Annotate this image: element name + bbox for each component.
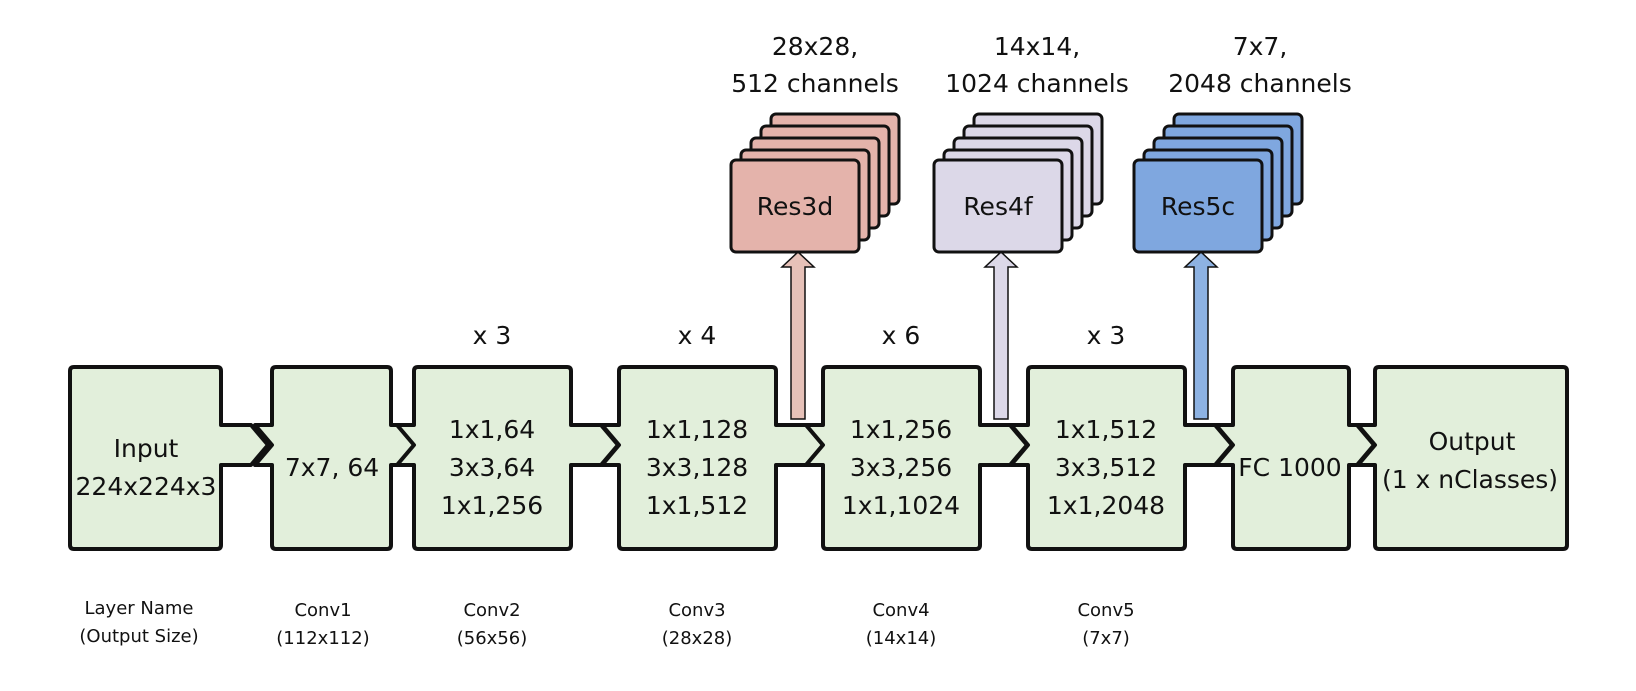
conv4-multiplier: x 6 — [882, 321, 921, 350]
output-line-1: Output — [1429, 427, 1516, 456]
res5c-channels: 2048 channels — [1168, 69, 1352, 98]
output-block — [1356, 365, 1569, 551]
conv1-name: Conv1 — [294, 600, 351, 621]
res3d-arrow — [780, 250, 816, 420]
legend-layer-name: Layer Name — [84, 598, 193, 619]
conv4-block — [804, 365, 1029, 551]
conv2-line-2: 3x3,64 — [449, 453, 535, 482]
res5c-arrow — [1183, 250, 1219, 420]
conv5-block — [1009, 365, 1234, 551]
conv5-line-2: 3x3,512 — [1055, 453, 1157, 482]
res4f-label: Res4f — [963, 192, 1034, 221]
res3d-stack — [729, 112, 901, 254]
res3d-label: Res3d — [757, 192, 833, 221]
conv3-multiplier: x 4 — [678, 321, 717, 350]
conv4-line-3: 1x1,1024 — [842, 491, 960, 520]
legend-output-size: (Output Size) — [79, 626, 198, 647]
feature-arrows — [780, 250, 1219, 420]
conv1-line-1: 7x7, 64 — [285, 453, 379, 482]
conv5-name: Conv5 — [1077, 600, 1134, 621]
fc-block — [1214, 365, 1376, 551]
res4f-channels: 1024 channels — [945, 69, 1129, 98]
conv4-line-1: 1x1,256 — [850, 415, 952, 444]
res4f-size: 14x14, — [994, 32, 1080, 61]
res5c-size: 7x7, — [1233, 32, 1288, 61]
conv5-size: (7x7) — [1082, 628, 1130, 649]
res5c-label: Res5c — [1161, 192, 1235, 221]
res5c-stack — [1132, 112, 1304, 254]
conv3-size: (28x28) — [662, 628, 733, 649]
conv2-name: Conv2 — [463, 600, 520, 621]
conv4-size: (14x14) — [866, 628, 937, 649]
output-line-2: (1 x nClasses) — [1382, 465, 1558, 494]
conv4-name: Conv4 — [872, 600, 929, 621]
conv2-multiplier: x 3 — [473, 321, 512, 350]
res3d-channels: 512 channels — [731, 69, 899, 98]
conv2-line-3: 1x1,256 — [441, 491, 543, 520]
conv1-block — [253, 365, 420, 551]
conv3-name: Conv3 — [668, 600, 725, 621]
conv3-line-2: 3x3,128 — [646, 453, 748, 482]
conv2-size: (56x56) — [457, 628, 528, 649]
conv5-line-3: 1x1,2048 — [1047, 491, 1165, 520]
conv2-line-1: 1x1,64 — [449, 415, 535, 444]
block-shapes — [68, 365, 1569, 551]
conv3-line-3: 1x1,512 — [646, 491, 748, 520]
input-block — [68, 365, 270, 551]
conv3-block — [600, 365, 825, 551]
res4f-stack — [932, 112, 1104, 254]
conv5-multiplier: x 3 — [1087, 321, 1126, 350]
conv5-line-1: 1x1,512 — [1055, 415, 1157, 444]
conv1-size: (112x112) — [276, 628, 369, 649]
input-line-1: Input — [114, 434, 179, 463]
fc-line-1: FC 1000 — [1238, 453, 1341, 482]
res4f-arrow — [983, 250, 1019, 420]
conv3-line-1: 1x1,128 — [646, 415, 748, 444]
res3d-size: 28x28, — [772, 32, 858, 61]
input-line-2: 224x224x3 — [76, 472, 217, 501]
conv2-block — [395, 365, 620, 551]
conv4-line-2: 3x3,256 — [850, 453, 952, 482]
